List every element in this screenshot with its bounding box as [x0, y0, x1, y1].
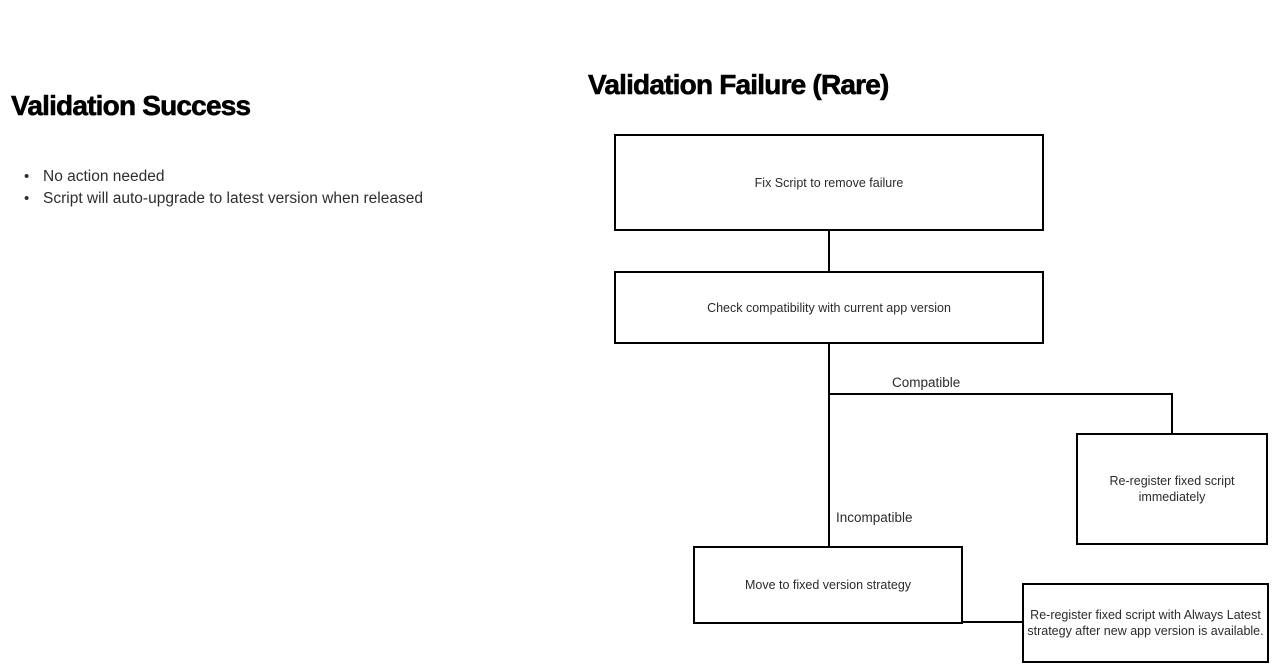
flow-node-reregister-immediately: Re-register fixed script immediately — [1076, 433, 1268, 545]
edge-label-compatible: Compatible — [892, 375, 961, 390]
validation-success-heading: Validation Success — [11, 90, 252, 122]
flow-node-label: Re-register fixed script with Always Lat… — [1027, 608, 1264, 638]
bullet-item-text: No action needed — [43, 168, 165, 185]
flow-node-fix-script: Fix Script to remove failure — [614, 134, 1044, 231]
connector-check-down — [828, 344, 830, 546]
connector-fix-to-check — [828, 231, 830, 271]
flow-node-reregister-after-new-version: Re-register fixed script with Always Lat… — [1022, 583, 1269, 663]
connector-move-to-reregister — [963, 621, 1022, 623]
bullet-item-text: Script will auto-upgrade to latest versi… — [43, 189, 423, 207]
flow-node-label: Check compatibility with current app ver… — [707, 300, 951, 315]
connector-compatible-branch-horizontal — [828, 393, 1173, 395]
connector-compatible-branch-vertical — [1171, 393, 1173, 433]
bullet-item: Script will auto-upgrade to latest versi… — [24, 188, 423, 210]
validation-failure-heading: Validation Failure (Rare) — [588, 69, 890, 101]
flow-node-label: Re-register fixed script immediately — [1109, 474, 1235, 504]
flow-node-label: Move to fixed version strategy — [744, 578, 912, 592]
edge-label-incompatible: Incompatible — [836, 510, 913, 525]
flow-node-check-compatibility: Check compatibility with current app ver… — [614, 271, 1044, 344]
bullet-item: No action needed — [24, 166, 423, 188]
flow-node-move-to-fixed-version: Move to fixed version strategy — [693, 546, 963, 624]
validation-success-bullet-list: No action needed Script will auto-upgrad… — [24, 166, 423, 209]
flow-node-label: Fix Script to remove failure — [754, 175, 904, 190]
